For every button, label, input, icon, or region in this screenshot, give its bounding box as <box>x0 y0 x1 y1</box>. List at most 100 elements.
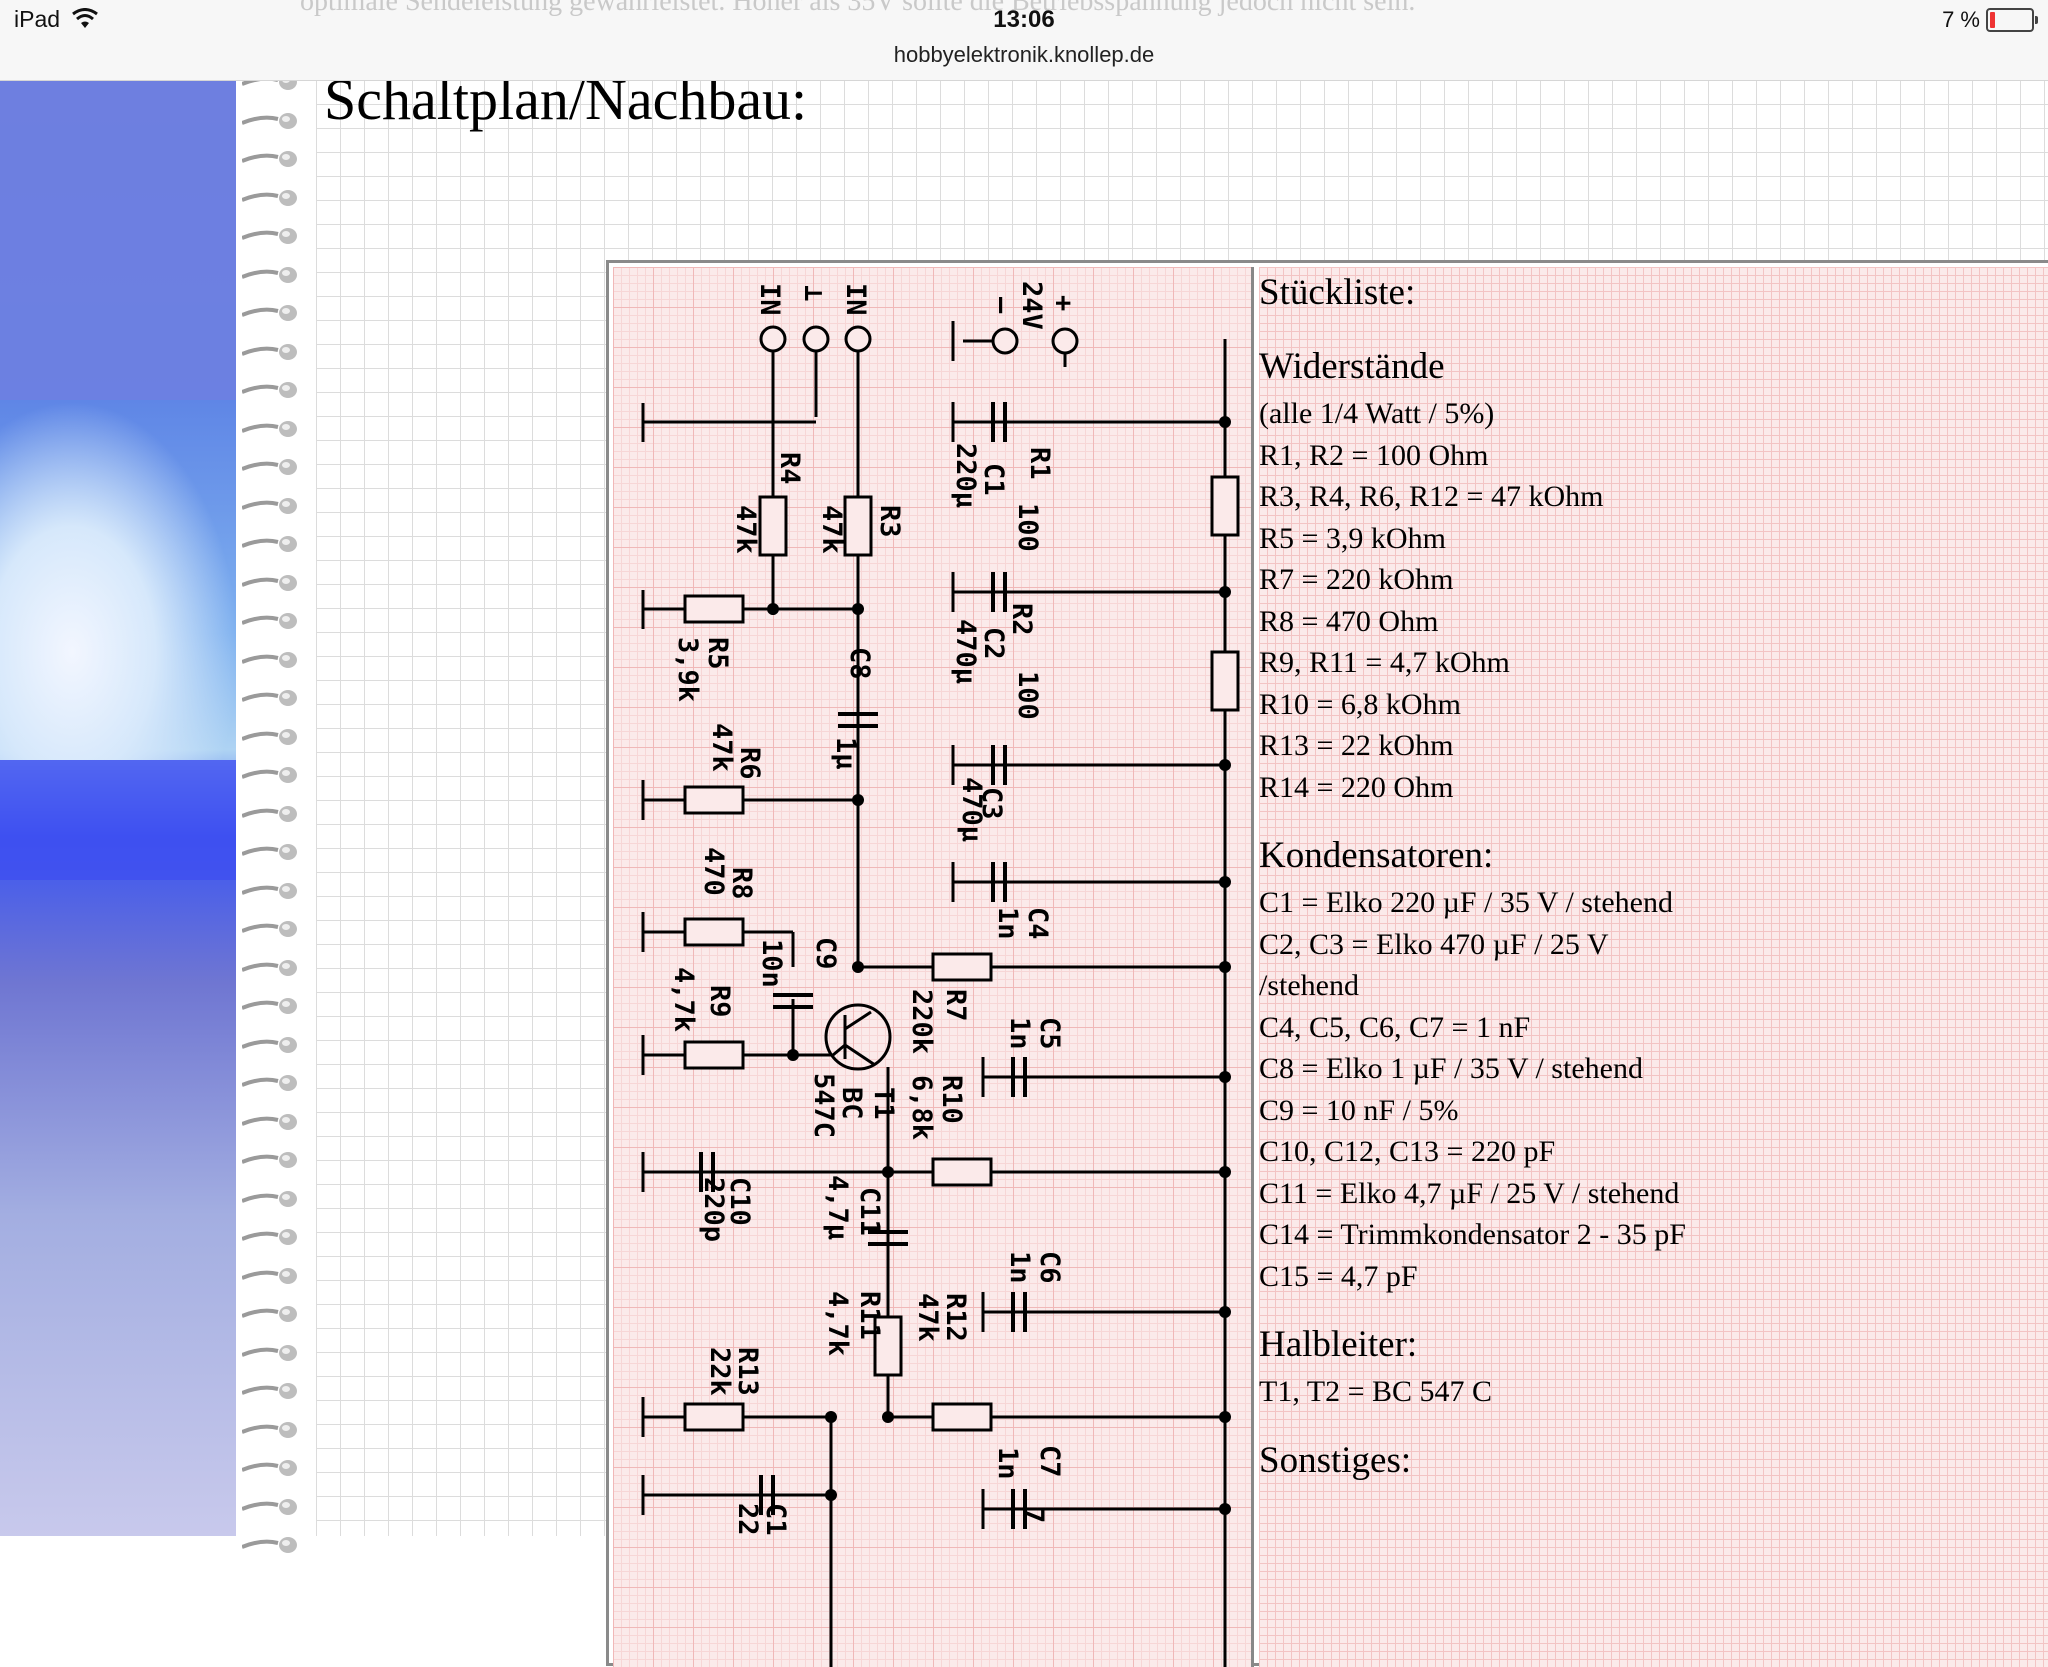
binding-ring <box>242 459 297 475</box>
parts-list-text: Stückliste: Widerstände (alle 1/4 Watt /… <box>1259 267 1686 1487</box>
label-c3: C3 <box>976 787 1007 820</box>
label-r13: R13 <box>732 1347 763 1396</box>
section-heading-semiconductors: Halbleiter: <box>1259 1324 1418 1365</box>
binding-ring <box>242 151 297 167</box>
parts-list-line: R5 = 3,9 kOhm <box>1259 521 1446 555</box>
label-c12-partial: C1 <box>760 1503 791 1536</box>
label-r8: R8 <box>726 867 757 900</box>
binding-ring <box>242 613 297 629</box>
binding-ring <box>242 1229 297 1245</box>
partial-text-line: optimale Sendeleistung gewährleistet. Hö… <box>300 0 1416 17</box>
label-c7: C7 <box>1034 1445 1065 1478</box>
label-r3: R3 <box>874 505 905 538</box>
parts-list-line: C10, C12, C13 = 220 pF <box>1259 1135 1556 1168</box>
label-c11: C11 <box>854 1187 885 1236</box>
binding-ring <box>242 382 297 398</box>
label-r1: R1 <box>1024 447 1055 480</box>
parts-list-line: C14 = Trimmkondensator 2 - 35 pF <box>1259 1218 1686 1251</box>
schematic-frame: IN ⊥ IN – 24V + R4 47k R3 47k R1 100 C1 … <box>606 260 2048 1667</box>
parts-list-line: R9, R11 = 4,7 kOhm <box>1259 646 1510 679</box>
address-bar[interactable]: hobbyelektronik.knollep.de <box>893 42 1155 67</box>
label-t1-value2: 547C <box>808 1073 839 1138</box>
binding-ring <box>242 844 297 860</box>
status-bar: iPad 13:06 hobbyelektronik.knollep.de 7 … <box>0 0 2048 81</box>
binding-ring <box>242 1152 297 1168</box>
label-c7-value-partial: 7 <box>1018 1507 1049 1523</box>
wifi-icon <box>72 8 98 28</box>
binding-ring <box>242 805 297 822</box>
label-r10-value: 6,8k <box>906 1075 937 1140</box>
binding-ring <box>242 266 297 283</box>
label-c10: C10 <box>724 1177 755 1226</box>
label-c8: C8 <box>844 647 875 680</box>
binding-ring <box>242 882 297 899</box>
battery-percent: 7 % <box>1942 7 1980 32</box>
sidebar-background <box>0 80 240 1536</box>
label-c8-value: 1µ <box>830 737 861 770</box>
label-r4: R4 <box>774 452 805 485</box>
binding-ring <box>242 767 297 783</box>
label-r9: R9 <box>704 985 735 1018</box>
binding-ring <box>242 728 297 745</box>
binding-ring <box>242 1344 297 1361</box>
binding-ring <box>242 1421 297 1438</box>
label-c2: C2 <box>978 627 1009 660</box>
label-c11-value: 4,7µ <box>822 1175 853 1240</box>
device-name: iPad <box>14 6 61 32</box>
parts-list-line: R3, R4, R6, R12 = 47 kOhm <box>1259 480 1604 513</box>
parts-list-line: C11 = Elko 4,7 µF / 25 V / stehend <box>1259 1176 1680 1210</box>
binding-ring <box>242 690 297 706</box>
label-r12-value: 47k <box>912 1293 943 1342</box>
binding-ring <box>242 1190 297 1207</box>
binding-ring <box>242 112 297 129</box>
binding-ring <box>242 189 297 206</box>
parts-list-line: R1, R2 = 100 Ohm <box>1259 438 1489 472</box>
binding-ring <box>242 1113 297 1130</box>
label-r13-value: 22k <box>704 1347 735 1396</box>
parts-list-line: C2, C3 = Elko 470 µF / 25 V <box>1259 927 1609 961</box>
label-r12: R12 <box>940 1293 971 1342</box>
binding-ring <box>242 420 297 437</box>
terminal-label-in1: IN <box>754 283 785 316</box>
label-c5-value: 1n <box>1004 1017 1035 1050</box>
label-r9-value: 4,7k <box>668 967 699 1032</box>
section-heading-capacitors: Kondensatoren: <box>1259 835 1494 876</box>
parts-list-line: C4, C5, C6, C7 = 1 nF <box>1259 1010 1531 1044</box>
parts-list-line: R10 = 6,8 kOhm <box>1259 687 1461 721</box>
label-c12-value-partial: 22 <box>732 1503 763 1536</box>
label-c1: C1 <box>978 463 1009 496</box>
label-c3-value: 470µ <box>956 777 987 842</box>
binding-ring <box>242 305 297 321</box>
label-r11: R11 <box>854 1291 885 1340</box>
label-t1-value1: BC <box>836 1087 867 1120</box>
label-c2-value: 470µ <box>950 619 981 684</box>
parts-list-line: R7 = 220 kOhm <box>1259 563 1454 596</box>
binding-ring <box>242 1498 297 1515</box>
label-r7-value: 220k <box>906 989 937 1054</box>
battery-indicator: 7 % <box>1942 7 2038 33</box>
page-content: Schaltplan/Nachbau: <box>316 67 2048 1667</box>
parts-list-line: /stehend <box>1259 969 1359 1002</box>
parts-list-line: C8 = Elko 1 µF / 35 V / stehend <box>1259 1052 1643 1085</box>
spiral-binding <box>236 74 316 1553</box>
label-r11-value: 4,7k <box>822 1291 853 1356</box>
label-c6: C6 <box>1034 1251 1065 1284</box>
binding-ring <box>242 1306 297 1322</box>
label-c1-value: 220µ <box>950 443 981 508</box>
binding-ring <box>242 651 297 668</box>
label-r10: R10 <box>936 1075 967 1124</box>
binding-ring <box>242 921 297 937</box>
terminal-label-gnd: ⊥ <box>798 285 829 301</box>
label-r5: R5 <box>702 637 733 670</box>
parts-list-line: C9 = 10 nF / 5% <box>1259 1093 1459 1127</box>
battery-icon <box>1986 8 2038 32</box>
schematic-svg: IN ⊥ IN – 24V + R4 47k R3 47k R1 100 C1 … <box>641 281 1240 1667</box>
binding-ring <box>242 574 297 591</box>
parts-list-line: (alle 1/4 Watt / 5%) <box>1259 397 1495 430</box>
label-c4: C4 <box>1022 907 1053 940</box>
label-r2-value: 100 <box>1012 671 1043 720</box>
label-r6: R6 <box>734 747 765 780</box>
binding-ring <box>242 998 297 1014</box>
label-c9: C9 <box>810 937 841 970</box>
binding-ring <box>242 1537 297 1553</box>
